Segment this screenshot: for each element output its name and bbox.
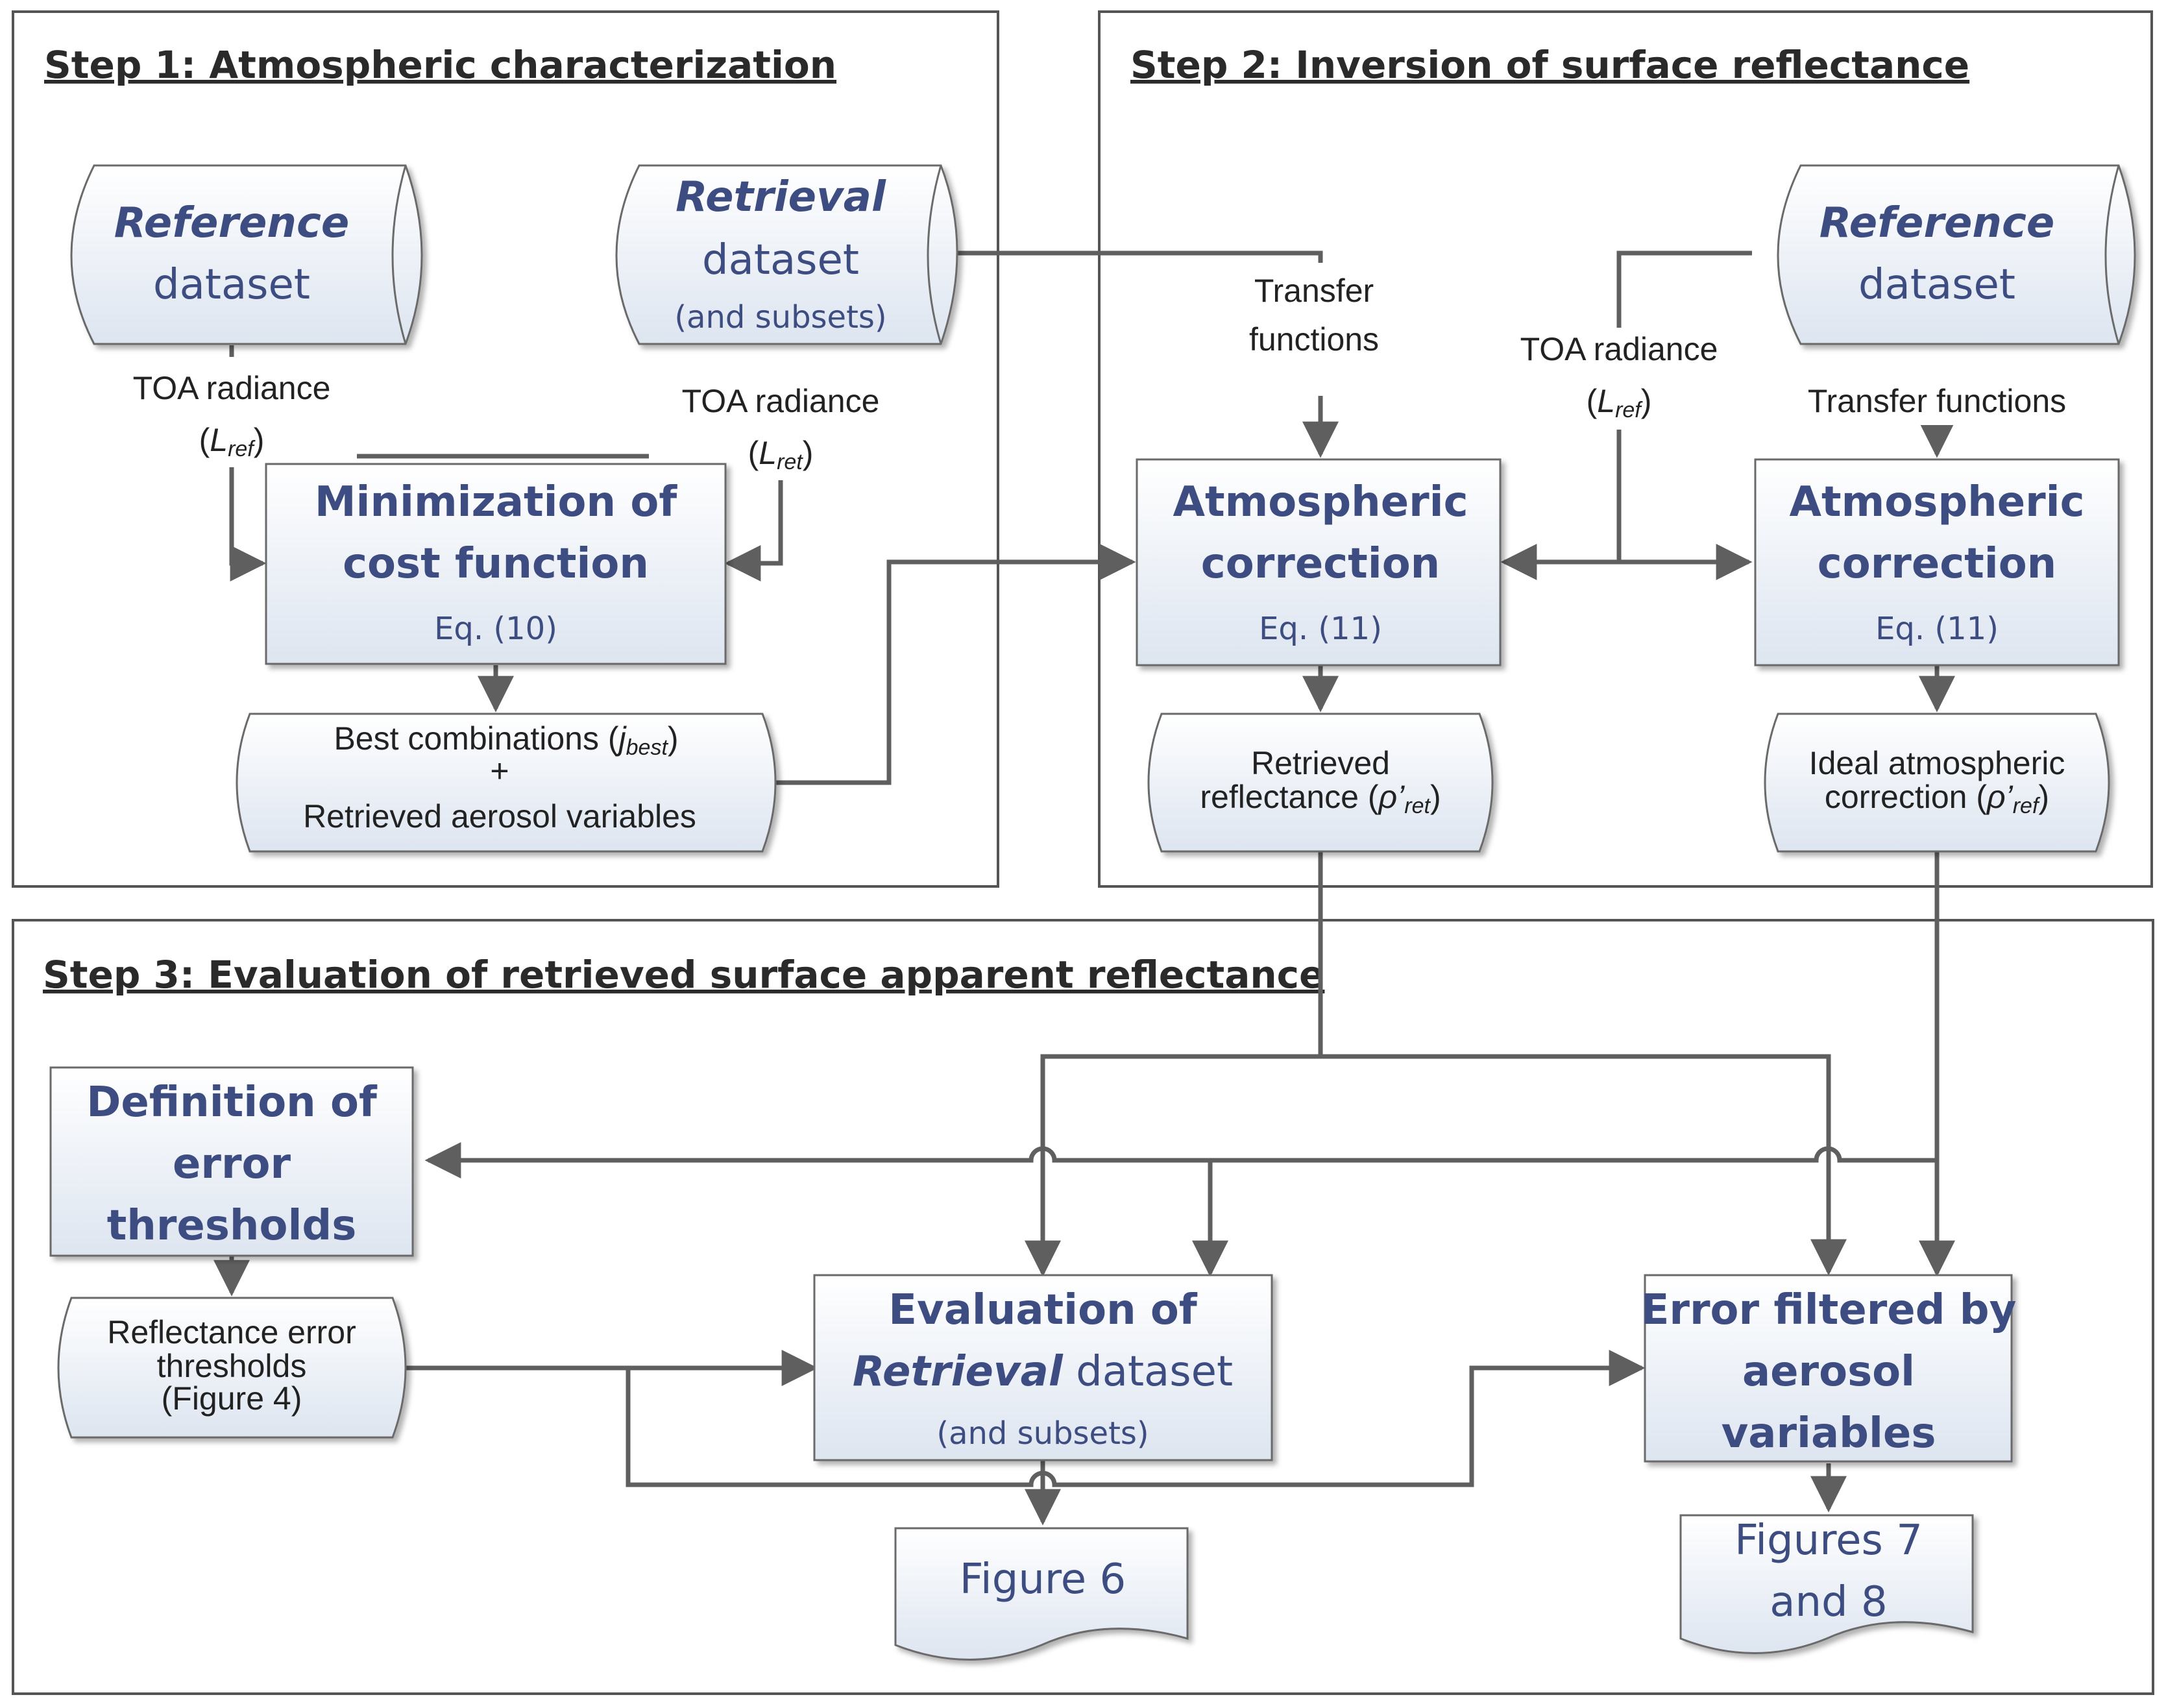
aerosol-variables-text: Retrieved aerosol variables bbox=[303, 798, 696, 835]
retrieval-label: Retrieval bbox=[675, 173, 886, 221]
ideal-atmospheric-text: Ideal atmospheric bbox=[1809, 745, 2065, 781]
retrieval-dataset-title: Retrieval dataset bbox=[853, 1348, 1233, 1396]
minimization-title: Minimization of bbox=[315, 478, 678, 526]
toa-radiance-text: TOA radiance bbox=[682, 383, 880, 419]
figure6-label: Figure 6 bbox=[960, 1556, 1126, 1604]
step3-frame bbox=[12, 919, 2154, 1695]
and8-label: and 8 bbox=[1770, 1578, 1887, 1626]
l-ref-text: (Lref) bbox=[1587, 383, 1652, 422]
step3-title: Step 3: Evaluation of retrieved surface … bbox=[43, 953, 1324, 997]
subsets-label: (and subsets) bbox=[936, 1415, 1149, 1452]
transfer-functions-left-label: Transfer functions bbox=[1220, 263, 1421, 393]
connector-ideal-to-definition bbox=[424, 1142, 1937, 1178]
transfer-functions-text: Transfer functions bbox=[1808, 383, 2066, 419]
dataset-label: dataset bbox=[1858, 261, 2015, 309]
toa-radiance-text: TOA radiance bbox=[1520, 331, 1718, 367]
correction-title: correction bbox=[1818, 540, 2056, 588]
best-combinations-data: Best combinations (jbest) + Retrieved ae… bbox=[236, 713, 777, 853]
connector-best-to-ac bbox=[764, 544, 1136, 785]
eq-10-label: Eq. (10) bbox=[434, 611, 557, 647]
ideal-correction-data: Ideal atmospheric correction (ρ’ref) bbox=[1764, 713, 2110, 853]
step2-title: Step 2: Inversion of surface reflectance bbox=[1130, 43, 1969, 87]
definition-title: Definition of bbox=[86, 1079, 378, 1127]
transfer-text: Transfer bbox=[1254, 273, 1374, 309]
toa-radiance-text: TOA radiance bbox=[133, 370, 331, 406]
connector-toa-to-ac-left bbox=[1500, 430, 1622, 580]
reference-dataset-1: Reference dataset bbox=[70, 164, 423, 345]
l-ret-text: (Lret) bbox=[748, 435, 814, 474]
plus-text: + bbox=[490, 753, 509, 789]
toa-radiance-ref-label-2: TOA radiance (Lref) bbox=[1502, 328, 1736, 428]
figures7-label: Figures 7 bbox=[1734, 1517, 1923, 1565]
functions-text: functions bbox=[1249, 321, 1379, 358]
connector-retrieved-split bbox=[1040, 1054, 1847, 1276]
subsets-label: (and subsets) bbox=[674, 299, 886, 336]
thresholds-data: Reflectance error thresholds (Figure 4) bbox=[57, 1297, 407, 1439]
error-title: error bbox=[173, 1140, 291, 1188]
connector-ref2-toa bbox=[1616, 250, 1752, 328]
atmospheric-correction-left: Atmospheric correction Eq. (11) bbox=[1136, 458, 1502, 666]
error-filtered-box: Error filtered by aerosol variables bbox=[1641, 1274, 2017, 1463]
reference-label: Reference bbox=[114, 199, 350, 247]
l-ref-text: (Lref) bbox=[199, 422, 265, 461]
transfer-functions-right-label: Transfer functions bbox=[1775, 373, 2099, 425]
step2-frame bbox=[1098, 10, 2153, 888]
step1-title: Step 1: Atmospheric characterization bbox=[44, 43, 836, 87]
eq-11-label: Eq. (11) bbox=[1875, 611, 1999, 647]
best-combinations-text: Best combinations (jbest) bbox=[334, 720, 678, 760]
definition-box: Definition of error thresholds bbox=[49, 1066, 414, 1257]
evaluation-title: Evaluation of bbox=[888, 1286, 1198, 1334]
figure6-document: Figure 6 bbox=[894, 1527, 1189, 1661]
minimization-box: Minimization of cost function Eq. (10) bbox=[265, 463, 727, 665]
retrieved-reflectance-data: Retrieved reflectance (ρ’ret) bbox=[1147, 713, 1494, 853]
retrieval-dataset: Retrieval dataset (and subsets) bbox=[615, 164, 958, 345]
dataset-label: dataset bbox=[702, 236, 859, 284]
cost-function-title: cost function bbox=[343, 540, 649, 588]
thresholds-text: thresholds bbox=[157, 1348, 307, 1384]
reference-dataset-2: Reference dataset bbox=[1777, 164, 2136, 345]
atmospheric-correction-right: Atmospheric correction Eq. (11) bbox=[1754, 458, 2120, 666]
aerosol-title: aerosol bbox=[1742, 1348, 1915, 1396]
reflectance-rho-ret-text: reflectance (ρ’ret) bbox=[1200, 779, 1441, 818]
atmospheric-title: Atmospheric bbox=[1789, 478, 2084, 526]
reflectance-error-text: Reflectance error bbox=[107, 1314, 356, 1350]
thresholds-title: thresholds bbox=[107, 1202, 357, 1250]
figure4-ref-text: (Figure 4) bbox=[162, 1380, 302, 1417]
correction-rho-ref-text: correction (ρ’ref) bbox=[1825, 779, 2049, 818]
eq-11-label: Eq. (11) bbox=[1259, 611, 1382, 647]
step1-frame bbox=[12, 10, 999, 888]
correction-title: correction bbox=[1201, 540, 1440, 588]
atmospheric-title: Atmospheric bbox=[1173, 478, 1468, 526]
retrieved-text: Retrieved bbox=[1251, 745, 1390, 781]
error-filtered-title: Error filtered by bbox=[1641, 1286, 2017, 1334]
reference-label: Reference bbox=[1819, 199, 2055, 247]
dataset-label: dataset bbox=[153, 261, 310, 309]
variables-title: variables bbox=[1722, 1409, 1936, 1458]
toa-radiance-ret-label: TOA radiance (Lret) bbox=[649, 370, 908, 480]
toa-radiance-ref-label: TOA radiance (Lref) bbox=[97, 357, 357, 467]
figures78-document: Figures 7 and 8 bbox=[1679, 1514, 1974, 1654]
evaluation-box: Evaluation of Retrieval dataset (and sub… bbox=[813, 1274, 1273, 1461]
connector-retrieval-transfer bbox=[942, 250, 1323, 263]
